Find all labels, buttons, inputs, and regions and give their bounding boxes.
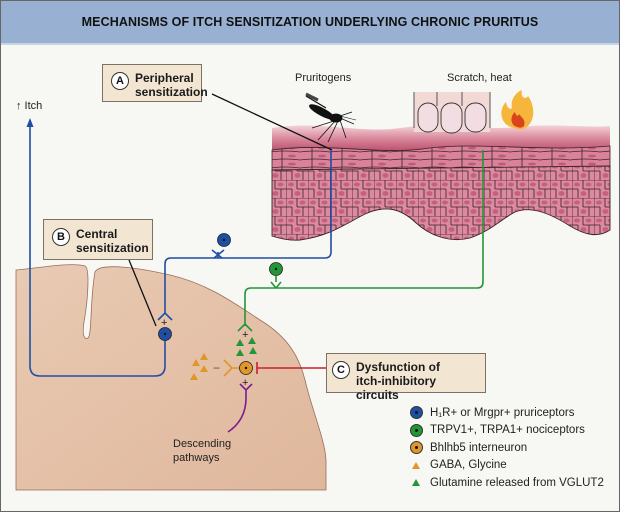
orange-circle-icon bbox=[409, 441, 423, 455]
figure-title: MECHANISMS OF ITCH SENSITIZATION UNDERLY… bbox=[81, 15, 539, 29]
legend: H₁R+ or Mrgpr+ pruriceptors TRPV1+, TRPA… bbox=[408, 404, 604, 492]
spinal-pruriceptor-neuron bbox=[158, 327, 172, 341]
blue-circle-icon bbox=[409, 406, 423, 420]
descending-pathway bbox=[227, 383, 253, 433]
callout-b-text: Central sensitization bbox=[76, 227, 149, 255]
green-triangle-icon bbox=[412, 479, 420, 487]
legend-item-gaba-glycine: GABA, Glycine bbox=[408, 457, 604, 475]
legend-item-pruriceptors: H₁R+ or Mrgpr+ pruriceptors bbox=[408, 404, 604, 422]
itch-label: ↑ Itch bbox=[16, 100, 43, 112]
itch-arrowhead bbox=[26, 118, 34, 127]
skin-epidermis bbox=[271, 125, 611, 241]
callout-c-badge: C bbox=[332, 361, 350, 379]
orange-triangle-icon bbox=[412, 461, 420, 469]
callout-b-leader bbox=[128, 259, 157, 327]
glutamate-release bbox=[236, 337, 257, 356]
scratch-heat-label: Scratch, heat bbox=[447, 72, 512, 84]
callout-a-leader bbox=[211, 93, 333, 151]
inhibition-connector bbox=[256, 362, 326, 374]
nociceptor-fiber bbox=[237, 150, 484, 332]
mosquito-icon bbox=[305, 92, 357, 143]
gaba-minus-sign: − bbox=[213, 361, 220, 375]
callout-inhibitory-dysfunction: C Dysfunction of itch-inhibitory circuit… bbox=[326, 353, 486, 402]
fingertips-icon bbox=[413, 92, 491, 134]
callout-peripheral-sensitization: A Peripheral sensitization bbox=[102, 64, 208, 102]
callout-a-text: Peripheral sensitization bbox=[135, 71, 208, 99]
legend-item-glutamine: Glutamine released from VGLUT2 bbox=[408, 474, 604, 492]
nociceptor-cell-body bbox=[269, 262, 283, 276]
gaba-glycine-release bbox=[190, 353, 208, 380]
callout-central-sensitization: B Central sensitization bbox=[43, 219, 153, 260]
legend-item-interneuron: Bhlhb5 interneuron bbox=[408, 439, 604, 457]
legend-item-nociceptors: TRPV1+, TRPA1+ nociceptors bbox=[408, 422, 604, 440]
pruritogens-label: Pruritogens bbox=[295, 72, 352, 84]
spinal-cord-dorsal-horn bbox=[15, 264, 327, 491]
callout-a-badge: A bbox=[111, 72, 129, 90]
descending-pathways-label: Descending pathways bbox=[173, 438, 232, 464]
flame-icon bbox=[501, 90, 534, 130]
pruriceptor-plus-sign: + bbox=[161, 317, 167, 329]
pruriceptor-cell-body bbox=[217, 233, 231, 247]
figure-header: MECHANISMS OF ITCH SENSITIZATION UNDERLY… bbox=[1, 1, 619, 45]
itch-ascending-pathway bbox=[29, 124, 166, 377]
callout-b-badge: B bbox=[52, 228, 70, 246]
nociceptor-plus-sign: + bbox=[242, 329, 248, 341]
bhlhb5-interneuron bbox=[223, 359, 253, 377]
callout-c-text: Dysfunction of itch-inhibitory circuits bbox=[356, 360, 440, 402]
pruriceptor-fiber bbox=[157, 150, 332, 321]
green-circle-icon bbox=[409, 423, 423, 437]
descending-plus-sign: + bbox=[242, 377, 248, 389]
